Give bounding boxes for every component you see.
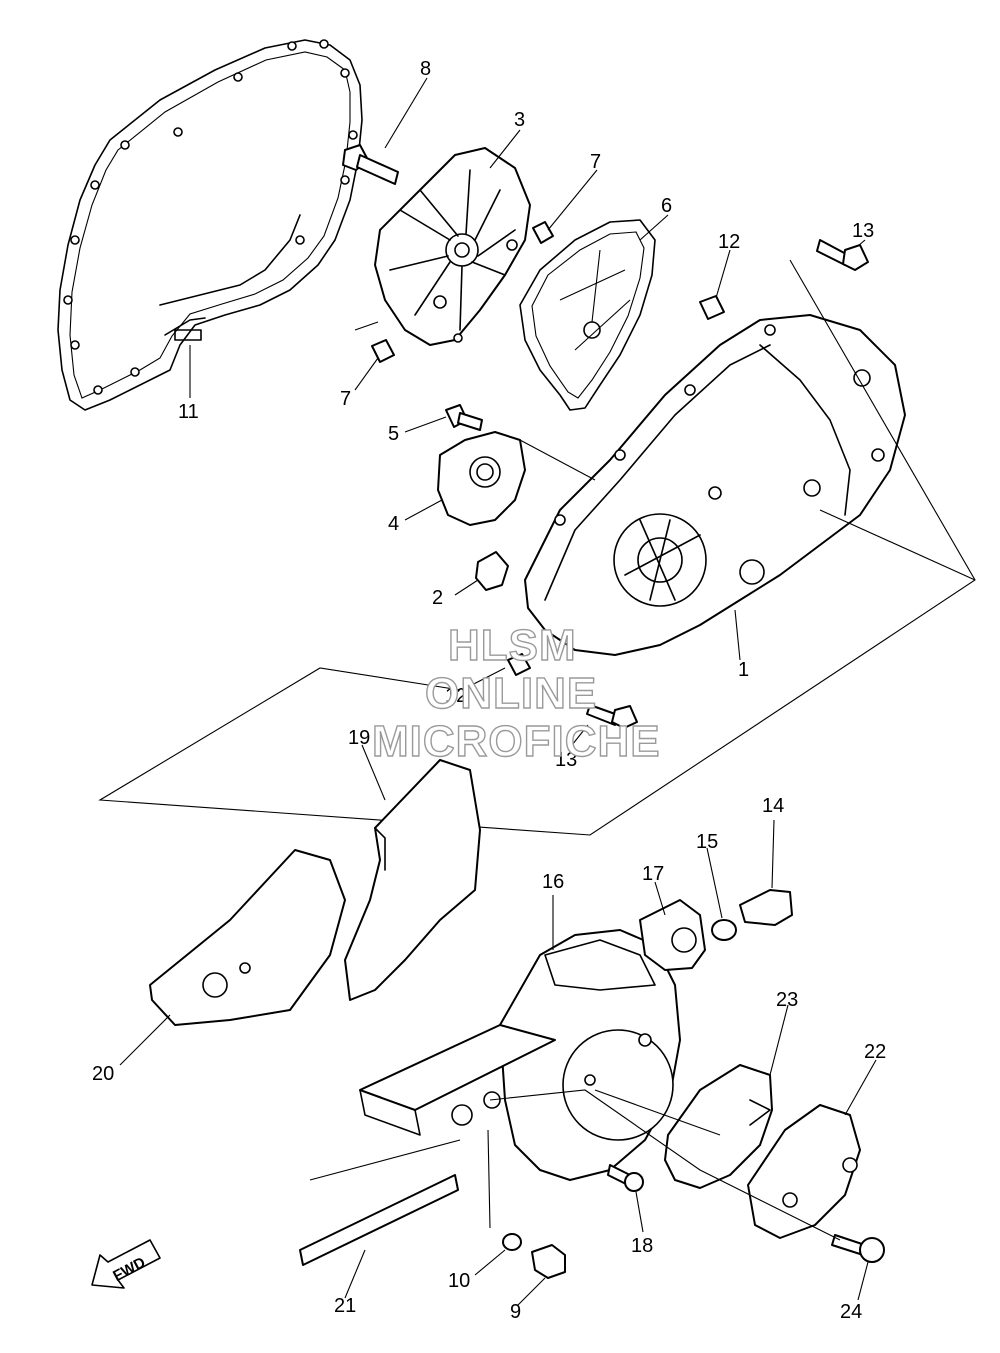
callout-4: 4 <box>388 513 399 535</box>
strip-part-21 <box>299 1139 461 1266</box>
bolt-part-13-lower <box>586 704 638 729</box>
dowel-pin-part-12-lower <box>507 653 531 676</box>
callout-17: 17 <box>642 863 664 885</box>
callout-1: 1 <box>738 659 749 681</box>
dowel-pin-part-7-lower <box>371 339 395 363</box>
screw-part-18 <box>607 1164 644 1192</box>
fwd-direction-arrow: FWD <box>91 1239 161 1289</box>
callout-12-lower: 12 <box>445 685 467 707</box>
o-ring-part-10 <box>502 1233 522 1251</box>
bracket <box>359 1024 556 1136</box>
dowel-pin-part-7-upper <box>532 221 554 244</box>
watermark-line-3: MICROFICHE <box>372 717 661 766</box>
cover-part-16 <box>499 929 681 1181</box>
o-ring-part-15 <box>711 919 737 941</box>
callout-5: 5 <box>388 423 399 445</box>
callout-22: 22 <box>864 1041 886 1063</box>
watermark: HLSM ONLINE MICROFICHE <box>371 620 661 766</box>
cover-part-19 <box>344 759 481 1001</box>
callout-23: 23 <box>776 989 798 1011</box>
cap-part-17 <box>639 899 706 971</box>
crankcase-cover-part-1 <box>524 314 906 656</box>
plug-part-2 <box>475 551 509 591</box>
callout-10: 10 <box>448 1270 470 1292</box>
callout-18: 18 <box>631 1235 653 1257</box>
callout-21: 21 <box>334 1295 356 1317</box>
callout-2: 2 <box>432 587 443 609</box>
callout-8: 8 <box>420 58 431 80</box>
watermark-line-2: ONLINE <box>425 669 597 718</box>
callout-6: 6 <box>661 195 672 217</box>
callout-11: 11 <box>178 401 199 423</box>
projection-outline <box>98 259 976 836</box>
crankcase-cover-gasket <box>57 39 363 411</box>
callout-19: 19 <box>348 727 370 749</box>
plug-part-14 <box>739 889 793 926</box>
callout-3: 3 <box>514 109 525 131</box>
callout-13-upper: 13 <box>852 220 874 242</box>
callout-7-lower: 7 <box>340 388 351 410</box>
plate-part-23 <box>664 1064 773 1189</box>
projection-lines-lower <box>487 1089 841 1241</box>
callout-labels: 8 3 7 6 13 12 7 11 5 4 2 1 12 13 19 14 1… <box>92 58 886 1323</box>
screw-part-24 <box>831 1234 885 1263</box>
inner-cover-part-3 <box>374 147 531 346</box>
screw-part-5 <box>445 404 483 431</box>
plate-part-4 <box>437 431 526 526</box>
callout-14: 14 <box>762 795 784 817</box>
callout-20: 20 <box>92 1063 114 1085</box>
plug-part-9 <box>531 1244 566 1279</box>
callout-9: 9 <box>510 1301 521 1323</box>
watermark-line-1: HLSM <box>448 621 577 670</box>
callout-24: 24 <box>840 1301 862 1323</box>
leader-lines <box>119 77 877 1306</box>
plate-part-22 <box>747 1104 861 1239</box>
gasket-part-6 <box>519 219 656 411</box>
bolt-part-8 <box>342 144 399 185</box>
callout-12-upper: 12 <box>718 231 740 253</box>
dowel-pin-part-12-upper <box>699 295 725 320</box>
cover-part-20 <box>149 849 346 1026</box>
callout-15: 15 <box>696 831 718 853</box>
callout-13-lower: 13 <box>555 749 577 771</box>
callout-7-upper: 7 <box>590 151 601 173</box>
bolt-part-13-upper <box>816 239 869 271</box>
callout-16: 16 <box>542 871 564 893</box>
